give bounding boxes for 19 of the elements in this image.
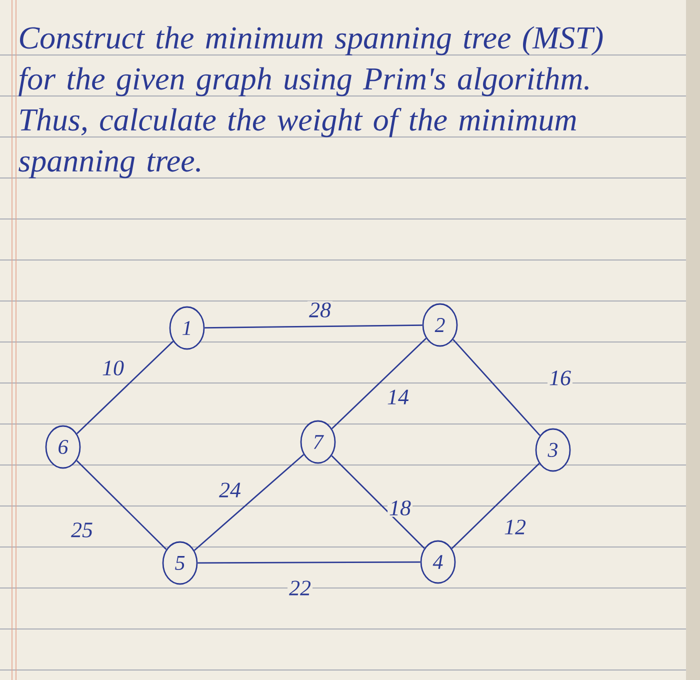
- edge-label: 22: [288, 579, 312, 597]
- edge-label: 14: [386, 388, 410, 406]
- graph-edge: [331, 338, 427, 430]
- edge-label: 12: [502, 518, 528, 536]
- graph-edge: [331, 455, 425, 549]
- graph-edge: [76, 460, 167, 550]
- graph-edge: [204, 324, 422, 328]
- graph-edge: [198, 561, 420, 564]
- edge-label: 18: [388, 499, 412, 517]
- edge-label: 25: [70, 521, 94, 539]
- question-text: Construct the minimum spanning tree (MST) for the given graph using Prim's algorithm. Thus, calculate the weight of the minimum spanning tree.: [18, 26, 603, 178]
- edge-label: 28: [308, 301, 332, 319]
- graph-edge: [451, 463, 540, 549]
- graph-edge: [452, 339, 540, 436]
- edge-label: 24: [218, 481, 242, 499]
- graph-edge: [194, 454, 304, 551]
- edge-label: 10: [100, 359, 126, 377]
- edge-label: 16: [548, 369, 572, 387]
- graph-edge: [76, 340, 174, 434]
